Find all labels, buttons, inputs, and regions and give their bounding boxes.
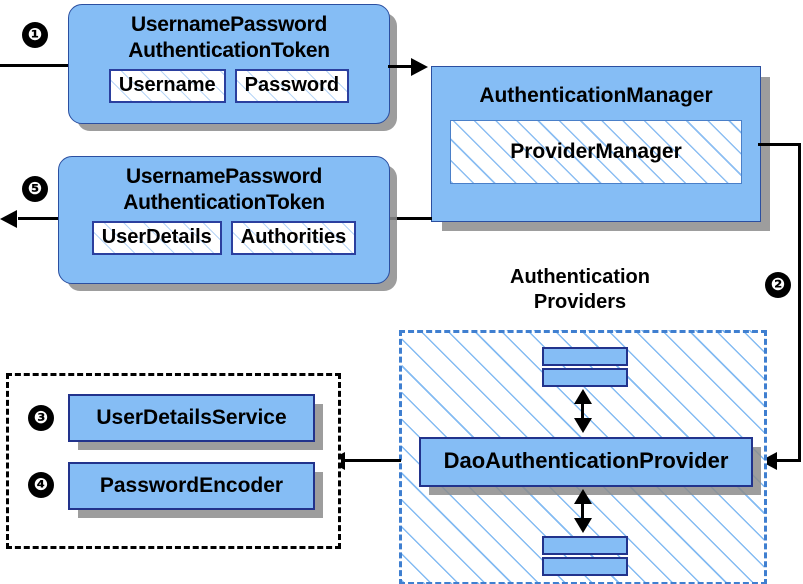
field-authorities: Authorities bbox=[230, 221, 357, 255]
connector-into-dao bbox=[777, 459, 801, 462]
provider-bar-top-1 bbox=[542, 347, 628, 366]
request-token-title: UsernamePassword AuthenticationToken bbox=[69, 5, 389, 64]
authentication-manager-title: AuthenticationManager bbox=[479, 84, 713, 107]
step-marker-1: ❶ bbox=[22, 22, 48, 48]
step-marker-5: ❺ bbox=[22, 176, 48, 202]
connector-incoming-request bbox=[0, 64, 72, 67]
provider-bar-bottom-1 bbox=[542, 536, 628, 555]
connector-manager-to-response-token bbox=[388, 217, 432, 220]
password-encoder-box: PasswordEncoder bbox=[68, 462, 315, 510]
connector-dao-to-beans bbox=[345, 459, 401, 462]
authentication-providers-title-line2: Providers bbox=[533, 291, 627, 313]
response-token-card: UsernamePassword AuthenticationToken Use… bbox=[58, 156, 390, 284]
arrow-token-to-manager bbox=[411, 58, 428, 76]
authentication-providers-title-line1: Authentication bbox=[510, 266, 650, 288]
request-token-title-line2: AuthenticationToken bbox=[128, 39, 330, 62]
provider-manager-box: ProviderManager bbox=[450, 120, 742, 184]
field-userdetails: UserDetails bbox=[91, 221, 222, 255]
arrow-response-out bbox=[0, 210, 17, 228]
connector-response-token-out bbox=[18, 217, 72, 220]
connector-dao-up bbox=[581, 392, 584, 428]
response-token-title: UsernamePassword AuthenticationToken bbox=[59, 157, 389, 216]
response-token-title-line2: AuthenticationToken bbox=[123, 191, 325, 214]
field-password: Password bbox=[234, 69, 350, 103]
request-token-title-line1: UsernamePassword bbox=[131, 13, 327, 36]
field-username: Username bbox=[108, 69, 226, 103]
connector-token-to-manager bbox=[388, 65, 424, 68]
connector-dao-down bbox=[581, 492, 584, 528]
provider-bar-bottom-2 bbox=[542, 557, 628, 576]
request-token-fields: Username Password bbox=[69, 64, 389, 103]
user-details-service-box: UserDetailsService bbox=[68, 394, 315, 442]
connector-manager-right bbox=[758, 143, 801, 146]
provider-bar-top-2 bbox=[542, 368, 628, 387]
authentication-manager-card: AuthenticationManager ProviderManager bbox=[431, 66, 761, 222]
arrow-dao-down-upper bbox=[574, 489, 592, 504]
step-marker-3: ❸ bbox=[28, 405, 54, 431]
authentication-providers-title: Authentication Providers bbox=[460, 265, 700, 315]
arrow-dao-down bbox=[574, 518, 592, 533]
response-token-fields: UserDetails Authorities bbox=[59, 216, 389, 255]
dao-authentication-provider-box: DaoAuthenticationProvider bbox=[419, 437, 753, 487]
request-token-card: UsernamePassword AuthenticationToken Use… bbox=[68, 4, 390, 124]
step-marker-2: ❷ bbox=[765, 272, 791, 298]
arrow-dao-up bbox=[574, 389, 592, 404]
connector-manager-down bbox=[798, 143, 801, 461]
arrow-dao-up-lower bbox=[574, 418, 592, 433]
response-token-title-line1: UsernamePassword bbox=[126, 165, 322, 188]
step-marker-4: ❹ bbox=[28, 472, 54, 498]
